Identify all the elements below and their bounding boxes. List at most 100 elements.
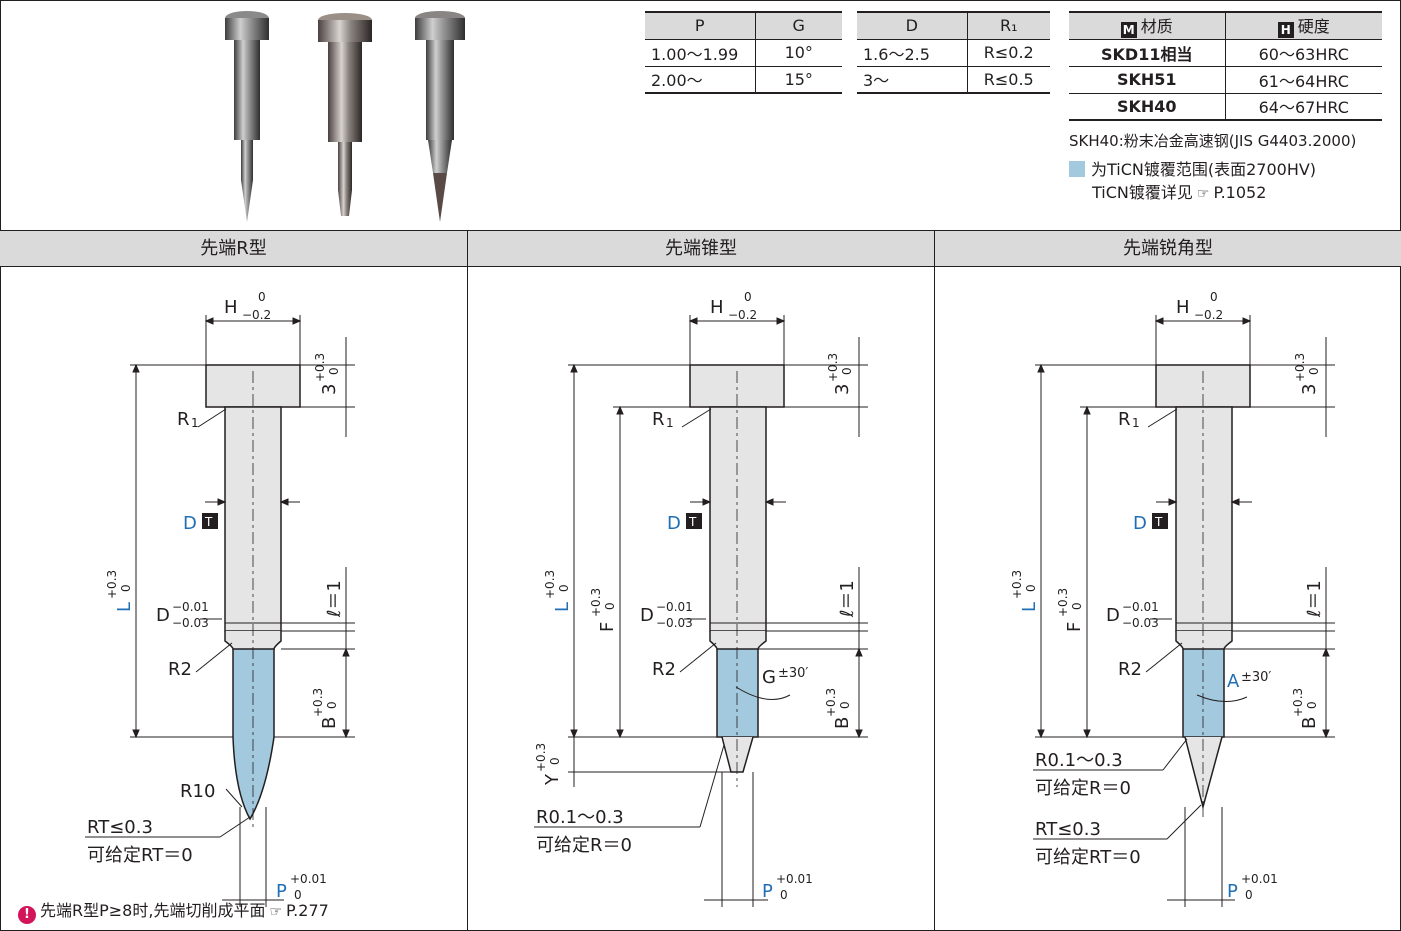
- dim-y-tol-top: +0.3: [534, 743, 548, 772]
- hardness-header-label: 硬度: [1297, 17, 1330, 37]
- dim-p-tol-top: +0.01: [290, 872, 327, 886]
- t-badge-icon: [1152, 513, 1168, 529]
- note-tin-detail: TiCN镀覆详见☞P.1052: [1092, 179, 1266, 203]
- t-badge-text: T: [204, 515, 213, 529]
- pin-photo-3: [415, 11, 465, 222]
- dim-l-tol-bot: 0: [119, 584, 133, 592]
- column-title: 先端锥型: [468, 231, 934, 267]
- dim-p-label: P: [276, 881, 287, 902]
- dim-b-tol-top: +0.3: [824, 688, 838, 717]
- note-tin-range-text: 为TiCN镀覆范围(表面2700HV): [1091, 160, 1317, 179]
- r1-sub: 1: [666, 416, 674, 430]
- r1-label: R: [177, 409, 190, 430]
- table-cell: 61～64HRC: [1224, 66, 1382, 94]
- r1-label: R: [1118, 409, 1131, 430]
- dim-f-tol-top: +0.3: [589, 588, 603, 617]
- r01-label: R0.1～0.3: [536, 807, 624, 828]
- d2-tol-bot: −0.03: [1122, 616, 1159, 630]
- footnote-text: 先端R型P≥8时,先端切削成平面: [40, 901, 266, 920]
- dim-h-tol-bot: −0.2: [728, 308, 757, 322]
- dim-3-label: 3: [319, 384, 340, 395]
- table-cell: 60～63HRC: [1224, 39, 1382, 67]
- g-tol: ±30′: [778, 666, 808, 681]
- r1-sub: 1: [1132, 416, 1140, 430]
- dim-l-tol-top: +0.3: [105, 570, 119, 599]
- col-header-d: D: [857, 11, 967, 40]
- d2-tol-bot: −0.03: [172, 616, 209, 630]
- d-main-label: D: [183, 513, 197, 534]
- dim-3-tol-top: +0.3: [1293, 353, 1307, 382]
- t-badge-text: T: [688, 515, 697, 529]
- note-tin-page[interactable]: P.1052: [1213, 183, 1267, 202]
- dim-b-tol-bot: 0: [1305, 701, 1319, 709]
- d-main-label: D: [667, 513, 681, 534]
- d2-tol-top: −0.01: [172, 600, 209, 614]
- t-badge-text: T: [1154, 515, 1163, 529]
- r2-label: R2: [168, 659, 192, 680]
- a-label: A: [1227, 671, 1240, 692]
- dim-f-tol-bot: 0: [1070, 602, 1084, 610]
- table-row: SKH51 61～64HRC: [1069, 66, 1382, 94]
- r10-label: R10: [180, 781, 215, 802]
- r01-label: R0.1～0.3: [1035, 750, 1123, 771]
- table-row: 1.00～1.99 10°: [645, 39, 842, 67]
- dim-l-label: L: [1019, 602, 1040, 612]
- rt-sub-label: 可给定RT＝0: [87, 845, 193, 866]
- dim-f-tol-bot: 0: [603, 602, 617, 610]
- rt-sub-label: 可给定RT＝0: [1035, 847, 1141, 868]
- product-photos: [225, 11, 465, 222]
- material-header-label: 材质: [1140, 17, 1173, 37]
- dim-l-tol-top: +0.3: [543, 570, 557, 599]
- material-badge-icon: M: [1120, 22, 1137, 39]
- rt-label: RT≤0.3: [87, 817, 153, 838]
- dim-p-tol-bot: 0: [780, 888, 788, 902]
- dim-3-tol-top: +0.3: [313, 353, 327, 382]
- dim-h-tol-top: 0: [1210, 290, 1218, 304]
- dim-h-label: H: [710, 297, 724, 318]
- table-cell: 2.00～: [645, 66, 755, 94]
- a-tol: ±30′: [1241, 670, 1271, 685]
- column-cone-tip: 先端锥型: [468, 231, 935, 931]
- t-badge-icon: [202, 513, 218, 529]
- dim-f-label: F: [597, 622, 618, 632]
- drawing-cone-tip: H 0 −0.2 3 +0.3 0 R 1 D T L +0.3 0 F +0.…: [534, 290, 868, 907]
- dim-p-tol-bot: 0: [294, 888, 302, 902]
- col-header-p: P: [645, 11, 755, 40]
- footnote: !先端R型P≥8时,先端切削成平面☞P.277: [18, 897, 329, 924]
- table-cell: SKH40: [1069, 93, 1225, 121]
- dim-h-label: H: [1176, 297, 1190, 318]
- column-sharp-tip: 先端锐角型: [935, 231, 1401, 931]
- d2-label: D: [640, 605, 654, 626]
- column-title: 先端锐角型: [935, 231, 1401, 267]
- dim-f-tol-top: +0.3: [1056, 588, 1070, 617]
- dim-l-tol-bot: 0: [1024, 584, 1038, 592]
- note-tin-range: 为TiCN镀覆范围(表面2700HV): [1069, 156, 1316, 180]
- dim-b-tol-bot: 0: [838, 701, 852, 709]
- d2-tol-top: −0.01: [1122, 600, 1159, 614]
- ell-label: ℓ＝1: [324, 580, 345, 618]
- table-row: 2.00～ 15°: [645, 66, 842, 94]
- r2-label: R2: [652, 659, 676, 680]
- dim-l-tol-top: +0.3: [1010, 570, 1024, 599]
- r01-sub-label: 可给定R＝0: [536, 835, 632, 856]
- top-section: P G 1.00～1.99 10° 2.00～ 15° D R₁ 1.6～2.5: [0, 0, 1401, 231]
- d-main-label: D: [1133, 513, 1147, 534]
- dim-p-label: P: [1227, 881, 1238, 902]
- r2-label: R2: [1118, 659, 1142, 680]
- t-badge-icon: [686, 513, 702, 529]
- dim-b-tol-top: +0.3: [311, 688, 325, 717]
- dim-3-tol-bot: 0: [327, 367, 341, 375]
- pointing-hand-icon: ☞: [1196, 186, 1210, 202]
- ell-label: ℓ＝1: [837, 580, 858, 618]
- footnote-page[interactable]: P.277: [286, 901, 329, 920]
- dim-p-tol-top: +0.01: [1241, 872, 1278, 886]
- table-cell: R≤0.2: [966, 39, 1050, 67]
- dim-f-label: F: [1064, 622, 1085, 632]
- dim-p-tol-bot: 0: [1245, 888, 1253, 902]
- dim-h-tol-bot: −0.2: [1194, 308, 1223, 322]
- dim-p-tol-top: +0.01: [776, 872, 813, 886]
- table-dr: D R₁ 1.6～2.5 R≤0.2 3～ R≤0.5: [857, 11, 1050, 94]
- d2-label: D: [1106, 605, 1120, 626]
